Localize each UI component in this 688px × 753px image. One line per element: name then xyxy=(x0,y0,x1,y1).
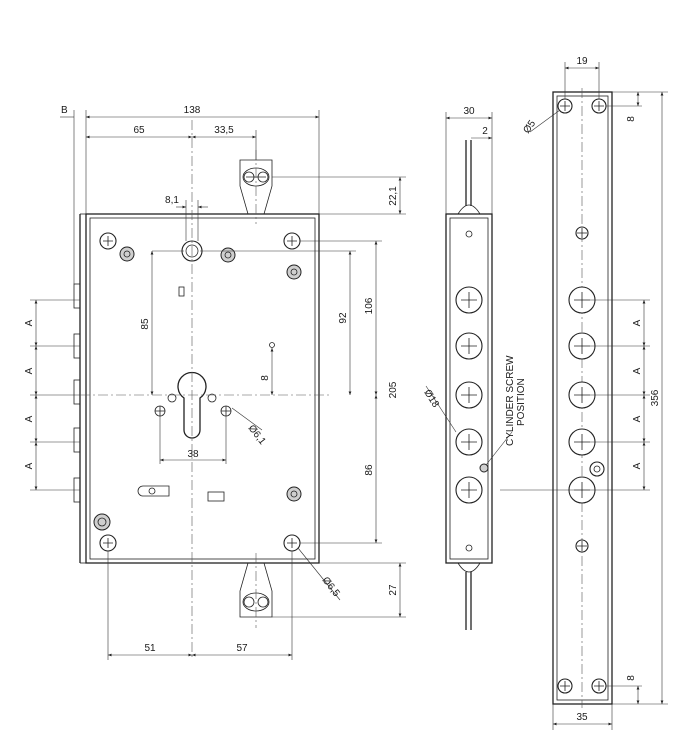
dim-106: 106 xyxy=(364,297,375,314)
dim-d5: Ø5 xyxy=(521,118,538,136)
dim-92: 92 xyxy=(338,312,349,324)
faceplate-view: 19 Ø5 8 356 8 35 A A A A xyxy=(500,56,668,730)
case-screws xyxy=(93,232,302,552)
side-view: 30 2 Ø18 CYLINDER SCREW POSITION xyxy=(421,106,527,630)
dim-8: 8 xyxy=(260,375,271,381)
front-a-label: A xyxy=(24,367,35,374)
dim-27: 27 xyxy=(388,584,399,596)
cylinder-note-line1: CYLINDER SCREW xyxy=(505,355,516,446)
dim-35: 35 xyxy=(576,712,588,723)
dim-65: 65 xyxy=(133,125,145,136)
front-top-dims xyxy=(60,110,320,284)
dim-top-8: 8 xyxy=(626,116,637,122)
side-bolts xyxy=(455,286,489,504)
dim-205: 205 xyxy=(388,381,399,398)
dim-33-5: 33,5 xyxy=(214,125,234,136)
dim-57: 57 xyxy=(236,643,248,654)
dim-356: 356 xyxy=(650,389,661,406)
dim-d6-5: Ø6,5 xyxy=(320,575,342,599)
front-a-label: A xyxy=(24,319,35,326)
front-a-dims xyxy=(30,299,80,491)
dim-b: B xyxy=(61,105,68,116)
dim-19: 19 xyxy=(576,56,588,67)
cylinder-keyhole xyxy=(154,371,232,439)
front-a-label: A xyxy=(24,415,35,422)
dim-85: 85 xyxy=(140,318,151,330)
left-bolts xyxy=(73,283,81,503)
front-right-dims xyxy=(150,176,406,618)
dim-22-1: 22,1 xyxy=(388,186,399,206)
side-dims xyxy=(425,112,513,466)
faceplate-a-label: A xyxy=(632,462,643,469)
cylinder-note-line2: POSITION xyxy=(516,378,527,426)
faceplate-a-label: A xyxy=(632,415,643,422)
dim-30: 30 xyxy=(463,106,475,117)
front-view: B 138 65 33,5 8,1 22,1 85 92 106 8 205 xyxy=(24,105,406,660)
front-a-label: A xyxy=(24,462,35,469)
faceplate-a-label: A xyxy=(632,319,643,326)
dim-86: 86 xyxy=(364,464,375,476)
front-lower-dims xyxy=(107,407,341,660)
faceplate-dims xyxy=(500,62,668,730)
dim-51: 51 xyxy=(144,643,156,654)
dim-38: 38 xyxy=(187,449,199,460)
faceplate-a-label: A xyxy=(632,367,643,374)
dim-8-1: 8,1 xyxy=(165,195,179,206)
dim-138: 138 xyxy=(184,105,201,116)
dim-d18: Ø18 xyxy=(421,388,441,410)
dim-2: 2 xyxy=(482,126,488,137)
dim-bottom-8: 8 xyxy=(626,675,637,681)
